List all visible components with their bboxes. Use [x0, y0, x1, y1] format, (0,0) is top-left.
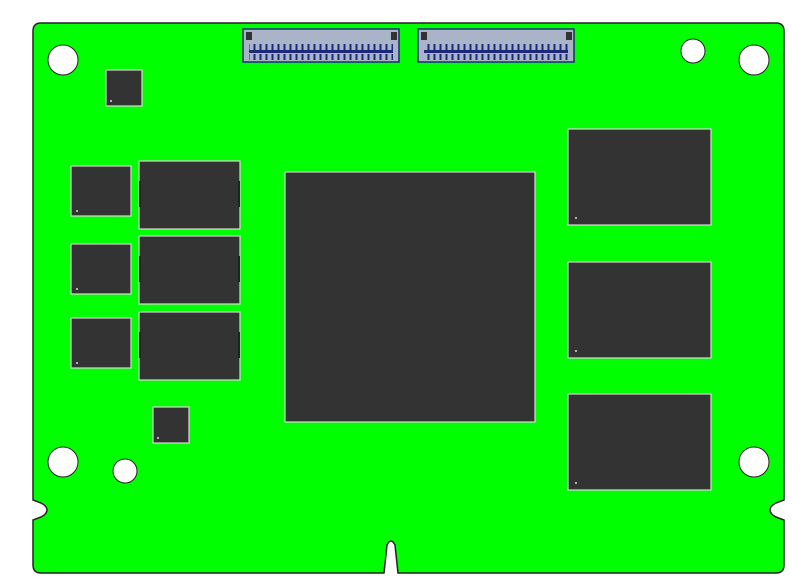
memory-chip: [567, 128, 712, 226]
mounting-hole: [738, 44, 770, 76]
tiny-ic: [105, 69, 143, 107]
mounting-hole: [680, 38, 706, 64]
small-ic: [70, 317, 132, 369]
mounting-hole: [738, 446, 770, 478]
tiny-ic: [152, 406, 190, 444]
memory-chip: [567, 393, 712, 491]
power-ic: [138, 235, 241, 305]
board-to-board-connector-right: [417, 28, 575, 63]
board-to-board-connector-left: [242, 28, 400, 63]
mounting-hole: [47, 446, 79, 478]
main-soc: [284, 171, 536, 423]
small-ic: [70, 165, 132, 217]
power-ic: [138, 160, 241, 230]
power-ic: [138, 311, 241, 381]
small-ic: [70, 243, 132, 295]
mounting-hole: [112, 458, 138, 484]
mounting-hole: [47, 44, 79, 76]
memory-chip: [567, 261, 712, 359]
